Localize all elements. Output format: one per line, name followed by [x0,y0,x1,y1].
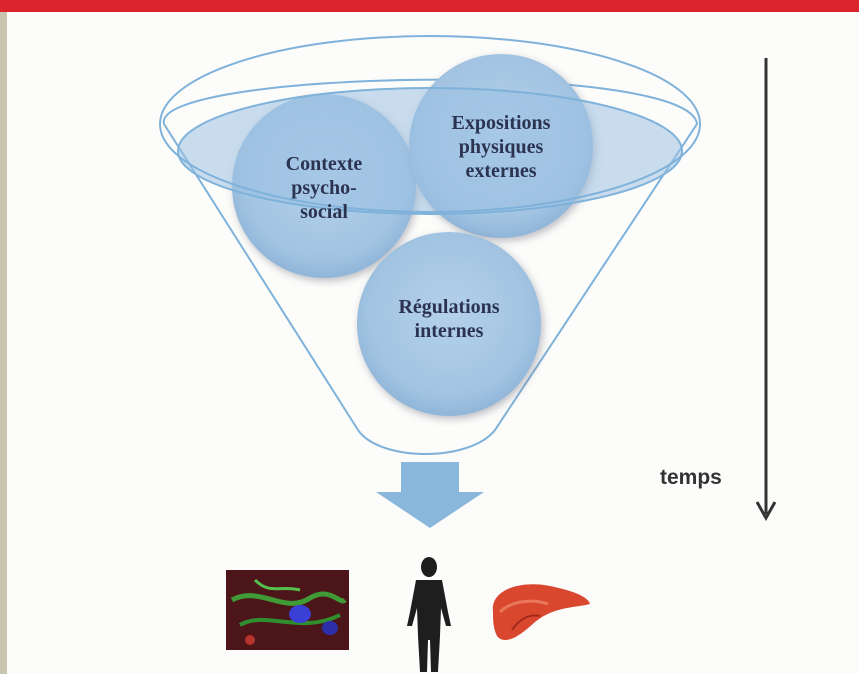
funnel-rim [159,35,701,213]
label-contexte-psychosocial: Contexte psycho- social [285,153,363,223]
time-label: temps [660,466,722,489]
circle-regulations-internes [357,232,541,416]
label-regulations-internes: Régulations internes [398,296,500,342]
human-silhouette-icon [407,557,451,672]
top-accent-bar [0,0,859,12]
left-border-bar [0,12,7,674]
funnel-top-ellipse [177,87,683,215]
label-expositions-physiques: Expositions physiques externes [451,112,551,182]
liver-icon [492,584,590,641]
funnel-outline [162,78,699,455]
cell-image [226,570,349,650]
down-arrow-shape [376,462,484,528]
time-arrow-head [755,501,777,522]
